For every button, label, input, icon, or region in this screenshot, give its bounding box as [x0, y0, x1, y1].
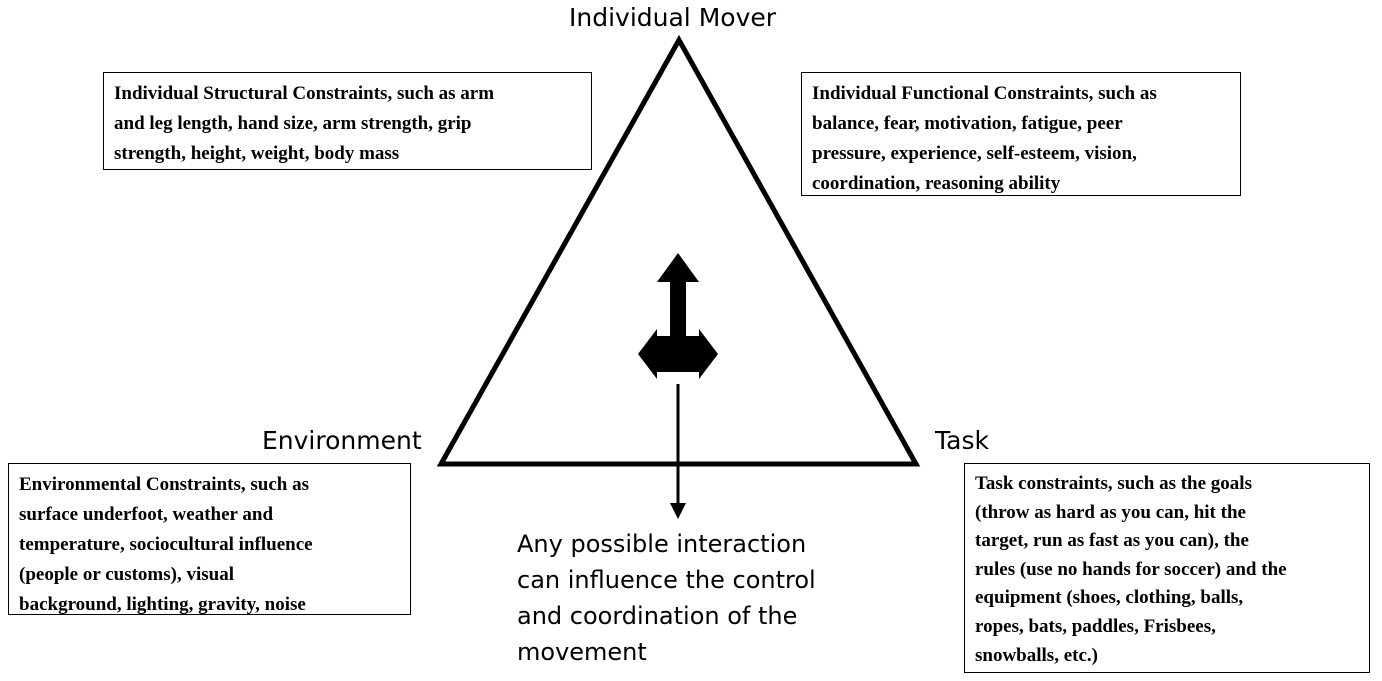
caption-line: movement	[517, 638, 647, 666]
box-line: balance, fear, motivation, fatigue, peer	[812, 113, 1123, 134]
interaction-arrow-icon	[638, 253, 718, 379]
interaction-caption: Any possible interaction can influence t…	[517, 526, 816, 670]
box-line: Environmental Constraints, such as	[19, 474, 309, 495]
vertex-task: Task	[935, 426, 989, 455]
box-line: ropes, bats, paddles, Frisbees,	[975, 615, 1216, 637]
box-line: Task constraints, such as the goals	[975, 473, 1252, 494]
functional-constraints-box: Individual Functional Constraints, such …	[801, 72, 1241, 196]
box-line: surface underfoot, weather and	[19, 504, 274, 525]
box-line: equipment (shoes, clothing, balls,	[975, 587, 1244, 609]
box-line: (people or customs), visual	[19, 564, 234, 585]
structural-constraints-box: Individual Structural Constraints, such …	[103, 72, 592, 170]
environmental-constraints-box: Environmental Constraints, such as surfa…	[8, 463, 411, 615]
box-line: strength, height, weight, body mass	[114, 143, 400, 164]
box-line: pressure, experience, self-esteem, visio…	[812, 143, 1137, 164]
box-line: coordination, reasoning ability	[812, 173, 1061, 194]
caption-line: and coordination of the	[517, 602, 798, 630]
task-constraints-box: Task constraints, such as the goals (thr…	[964, 463, 1370, 673]
caption-line: can influence the control	[517, 566, 816, 594]
box-line: temperature, sociocultural influence	[19, 534, 313, 555]
caption-line: Any possible interaction	[517, 530, 807, 558]
result-arrowhead-icon	[670, 503, 686, 519]
box-line: rules (use no hands for soccer) and the	[975, 558, 1287, 580]
box-line: snowballs, etc.)	[975, 644, 1098, 666]
box-line: Individual Functional Constraints, such …	[812, 83, 1157, 104]
box-line: and leg length, hand size, arm strength,…	[114, 113, 472, 134]
box-line: background, lighting, gravity, noise	[19, 594, 306, 615]
vertex-environment: Environment	[262, 426, 422, 455]
box-line: Individual Structural Constraints, such …	[114, 83, 495, 104]
vertex-individual-mover: Individual Mover	[569, 3, 777, 32]
box-line: target, run as fast as you can), the	[975, 530, 1249, 552]
box-line: (throw as hard as you can, hit the	[975, 501, 1246, 523]
